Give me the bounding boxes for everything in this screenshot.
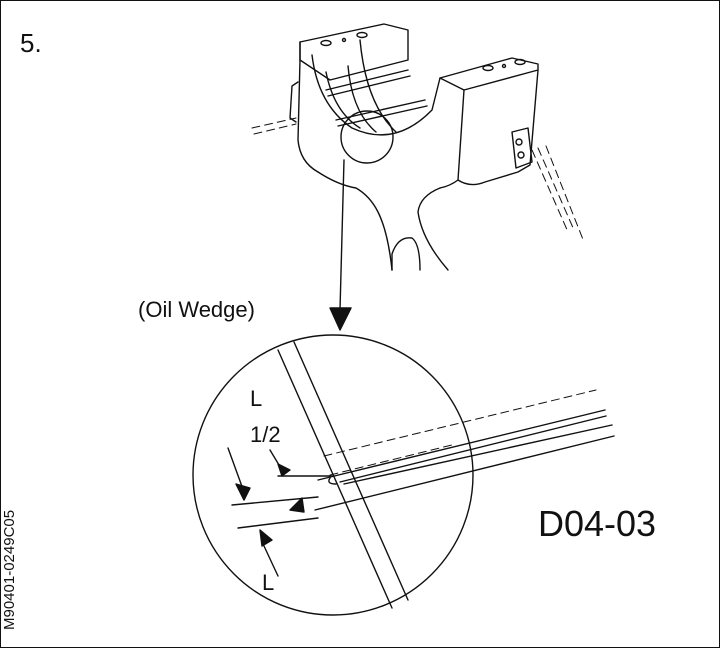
oil-wedge-callout: (Oil Wedge) (138, 297, 255, 322)
dimension-label-l-top: L (250, 386, 263, 411)
centre-lines (251, 117, 585, 243)
step-number: 5. (20, 28, 42, 58)
connecting-rod (289, 23, 539, 271)
enlarged-view (192, 334, 615, 616)
dimension-label-l-bottom: L (262, 570, 275, 595)
rod-cap-right (439, 57, 539, 91)
magnified-circle (192, 334, 474, 616)
detail-circle (340, 110, 394, 164)
detail-leader (329, 159, 352, 331)
dimension-label-half: 1/2 (250, 422, 281, 447)
drawing-reference: M90401-0249C05 (1, 509, 18, 630)
rod-cap-left (299, 23, 409, 81)
figure-code: D04-03 (538, 503, 657, 544)
